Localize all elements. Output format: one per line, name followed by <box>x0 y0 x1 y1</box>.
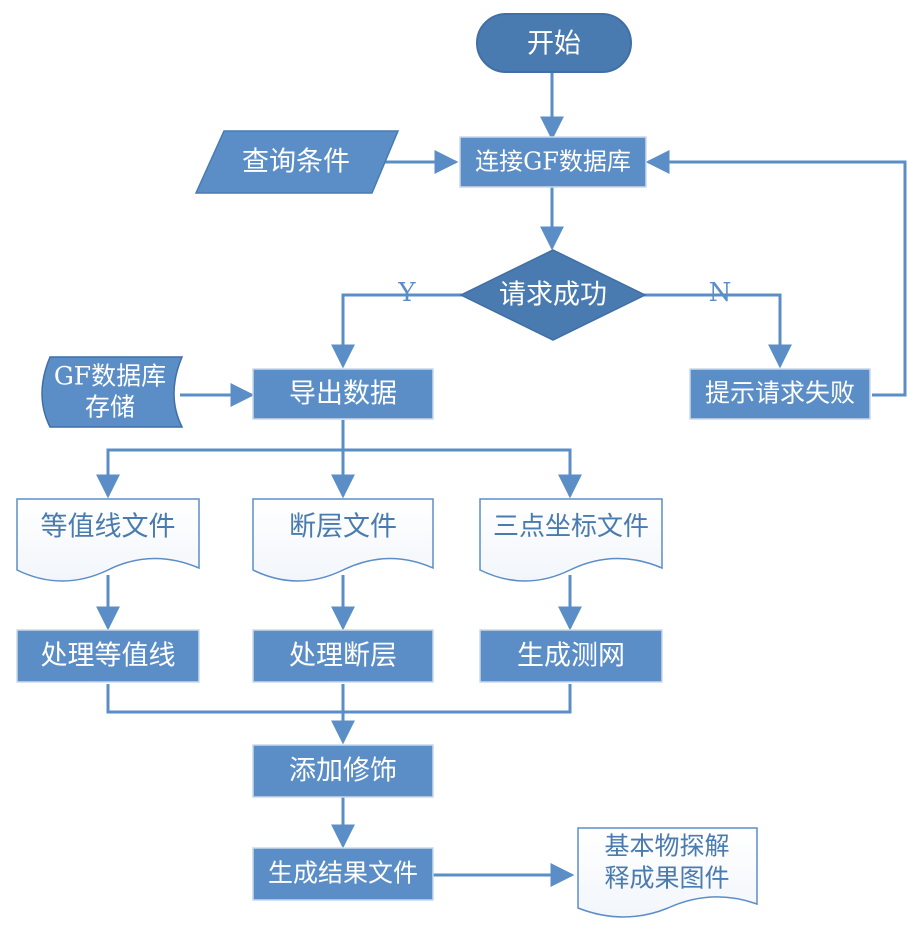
three-point-file-doc: 三点坐标文件 <box>479 498 663 582</box>
prompt-fail-label: 提示请求失败 <box>705 379 855 408</box>
query-condition-node: 查询条件 <box>194 130 400 194</box>
start-label: 开始 <box>527 29 581 60</box>
edge-fork-contour <box>96 448 343 499</box>
result-doc-label-line2: 释成果图件 <box>604 864 729 893</box>
connect-db-label: 连接GF数据库 <box>475 148 631 176</box>
generate-result-label: 生成结果文件 <box>268 859 418 888</box>
process-contour-label: 处理等值线 <box>41 641 176 672</box>
edge-fail-retry <box>645 150 907 397</box>
process-fault-label: 处理断层 <box>289 641 397 672</box>
prompt-fail-node: 提示请求失败 <box>689 368 871 420</box>
yes-label: Y <box>397 278 416 308</box>
connectors <box>96 72 907 887</box>
query-condition-label: 查询条件 <box>242 147 350 178</box>
process-fault-node: 处理断层 <box>252 629 434 683</box>
add-decoration-label: 添加修饰 <box>289 756 397 787</box>
fault-file-doc: 断层文件 <box>252 498 434 582</box>
result-doc-label-line1: 基本物探解 <box>604 832 729 861</box>
contour-file-label: 等值线文件 <box>41 512 176 543</box>
edge-merge <box>106 684 572 714</box>
db-storage-label-line1: GF数据库 <box>54 362 166 391</box>
process-contour-node: 处理等值线 <box>16 629 200 683</box>
request-success-label: 请求成功 <box>499 280 607 311</box>
connect-db-node: 连接GF数据库 <box>459 136 647 188</box>
edge-fork-threepoint <box>343 448 582 499</box>
edge-decision-no <box>642 293 792 369</box>
add-decoration-node: 添加修饰 <box>252 744 434 798</box>
db-storage-label-line2: 存储 <box>85 393 135 422</box>
generate-result-node: 生成结果文件 <box>252 847 434 901</box>
no-label: N <box>709 278 732 308</box>
start-node: 开始 <box>476 13 632 73</box>
result-doc: 基本物探解 释成果图件 <box>577 827 758 918</box>
fault-file-label: 断层文件 <box>289 512 397 543</box>
contour-file-doc: 等值线文件 <box>16 498 200 582</box>
three-point-file-label: 三点坐标文件 <box>493 512 649 542</box>
export-data-node: 导出数据 <box>252 368 434 420</box>
generate-net-node: 生成测网 <box>479 629 663 683</box>
db-storage-node: GF数据库 存储 <box>41 356 184 428</box>
request-success-decision: 请求成功 <box>459 249 647 341</box>
generate-net-label: 生成测网 <box>517 641 625 672</box>
export-data-label: 导出数据 <box>289 379 397 410</box>
edge-decision-yes <box>331 293 464 369</box>
